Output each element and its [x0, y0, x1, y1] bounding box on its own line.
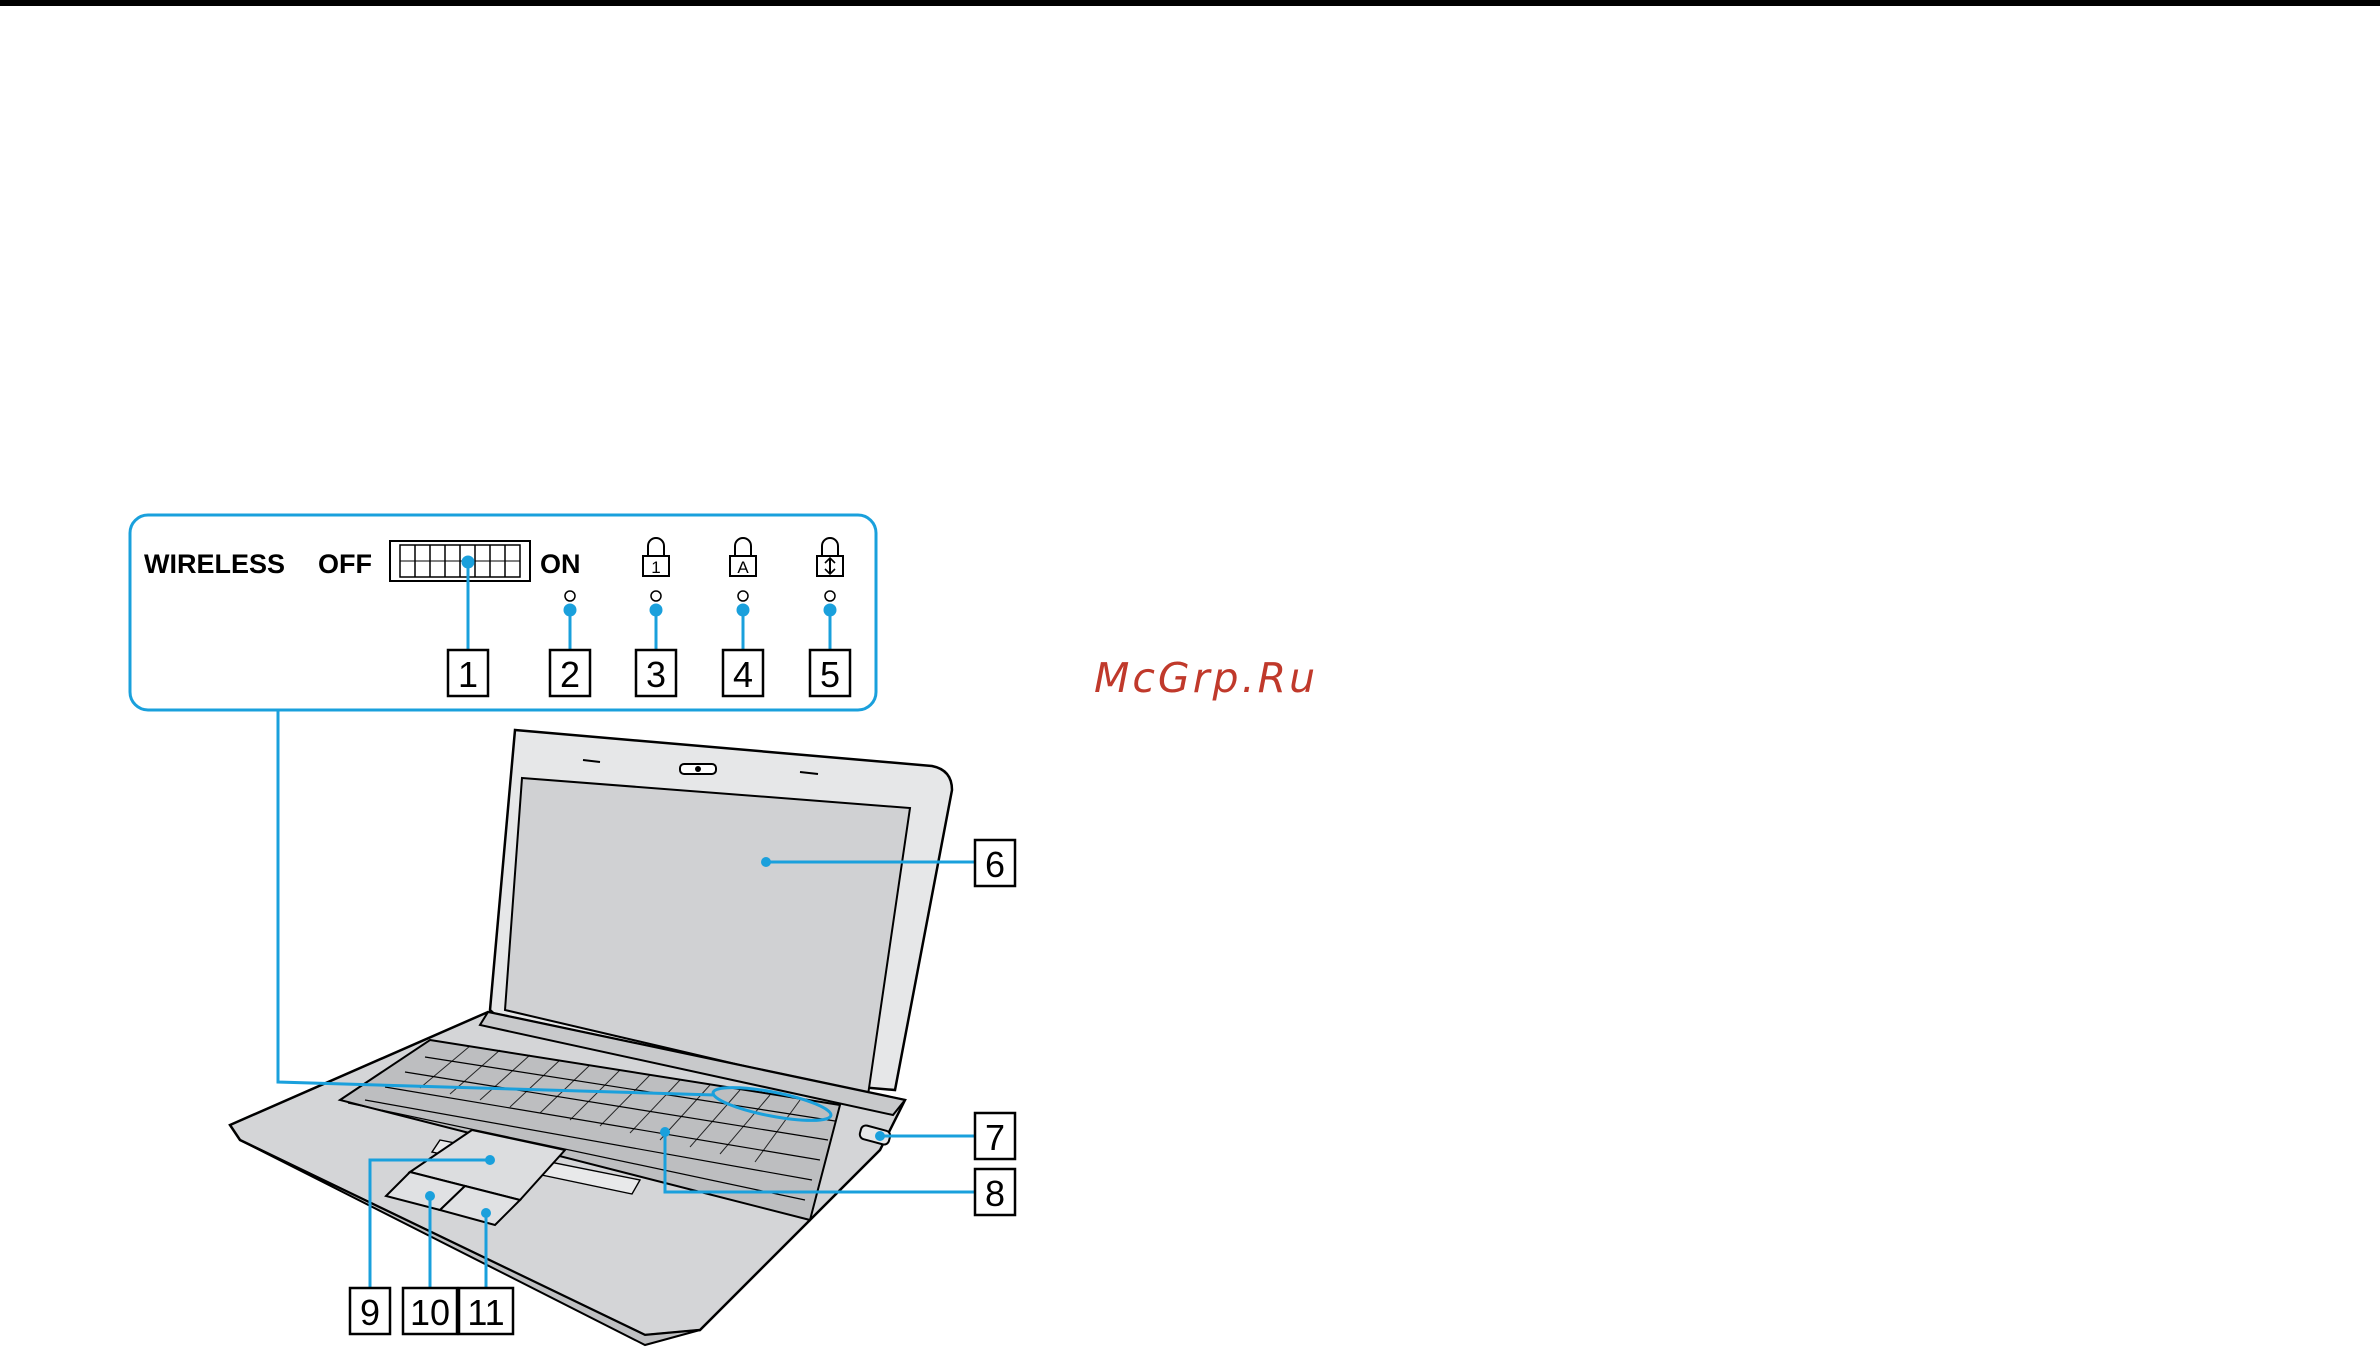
svg-text:3: 3: [646, 654, 666, 695]
svg-text:5: 5: [820, 654, 840, 695]
svg-text:2: 2: [560, 654, 580, 695]
caps-lock-icon: A: [730, 538, 756, 577]
wireless-label: WIRELESS: [144, 549, 285, 579]
svg-text:4: 4: [733, 654, 753, 695]
svg-text:6: 6: [985, 844, 1005, 885]
svg-text:10: 10: [410, 1292, 450, 1333]
callout-5: 5: [810, 650, 850, 696]
off-label: OFF: [318, 549, 372, 579]
callout-8: 8: [975, 1169, 1015, 1215]
callout-2: 2: [550, 650, 590, 696]
svg-text:1: 1: [458, 654, 478, 695]
num-lock-icon: 1: [643, 538, 669, 577]
laptop: [0, 730, 952, 1345]
callout-3: 3: [636, 650, 676, 696]
svg-text:11: 11: [467, 1292, 504, 1333]
wireless-switch[interactable]: [390, 541, 530, 581]
svg-text:A: A: [737, 558, 749, 577]
callout-7: 7: [975, 1113, 1015, 1159]
svg-text:9: 9: [360, 1292, 380, 1333]
svg-text:1: 1: [651, 558, 660, 577]
scroll-lock-icon: [817, 538, 843, 576]
on-label: ON: [540, 549, 581, 579]
callout-1: 1: [448, 650, 488, 696]
callout-10: 10: [403, 1288, 457, 1334]
svg-text:8: 8: [985, 1173, 1005, 1214]
callout-4: 4: [723, 650, 763, 696]
callout-9: 9: [350, 1288, 390, 1334]
callout-6: 6: [975, 840, 1015, 886]
svg-text:7: 7: [985, 1117, 1005, 1158]
callout-11: 11: [459, 1288, 513, 1334]
